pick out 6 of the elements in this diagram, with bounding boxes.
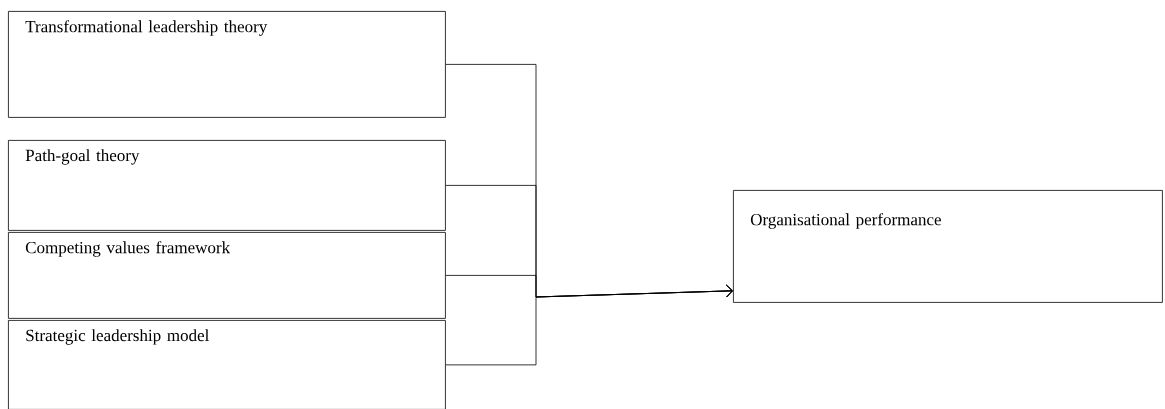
text-box: Path-goal theory [8,140,446,231]
arrow [445,284,733,366]
text-box: Competing values framework [8,232,446,319]
text-box: Transformational leadership theory [8,11,446,118]
text-box: Organisational performance [733,190,1163,303]
text-box: Strategic leadership model [8,320,446,409]
